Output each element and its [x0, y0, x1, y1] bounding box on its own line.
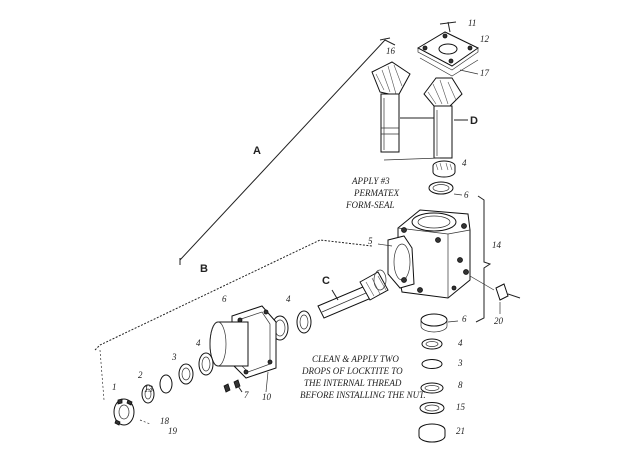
part-number-4-top: 4 [462, 158, 467, 168]
lower-cap [418, 423, 446, 443]
part-number-3-right: 3 [457, 358, 463, 368]
part-number-5: 5 [368, 236, 373, 246]
part-number-8-right: 8 [458, 380, 463, 390]
lower-snap-ring [421, 359, 443, 369]
part-number-4-left2: 4 [196, 338, 201, 348]
lower-washer [419, 402, 445, 414]
part-number-10: 10 [262, 392, 272, 402]
note-permatex-line2: PERMATEX [353, 188, 400, 198]
part-number-19: 19 [168, 426, 178, 436]
part-number-6-top: 6 [464, 190, 469, 200]
washer-left [141, 384, 155, 404]
part-number-6-right: 6 [462, 314, 467, 324]
part-number-18: 18 [160, 416, 170, 426]
bevel-gear-shaft-left [371, 61, 411, 153]
label-c: C [322, 275, 330, 287]
part-number-17: 17 [480, 68, 490, 78]
part-number-4-left: 4 [286, 294, 291, 304]
part-number-3-left: 3 [171, 352, 177, 362]
lower-bearing [421, 338, 443, 350]
part-number-15-right: 15 [456, 402, 466, 412]
part-number-21-right: 21 [456, 426, 465, 436]
part-number-6-left2: 6 [222, 294, 227, 304]
bearing-ring-left [178, 363, 194, 385]
bevel-gear-shaft-right [423, 77, 463, 159]
part-number-4-right: 4 [458, 338, 463, 348]
lower-shim [420, 382, 444, 394]
note-permatex: APPLY #3 PERMATEX FORM-SEAL [345, 176, 400, 210]
breather-plug [495, 283, 521, 301]
gearbox-housing [387, 209, 471, 299]
part-number-13: 13 [144, 384, 154, 394]
label-d: D [470, 115, 478, 127]
shaft-seal-left [296, 310, 312, 334]
bolts [223, 379, 243, 393]
horizontal-shaft-c [317, 269, 389, 319]
part-number-11: 11 [468, 18, 476, 28]
part-number-12: 12 [480, 34, 490, 44]
part-number-1-left: 1 [112, 382, 117, 392]
note-permatex-line1: APPLY #3 [351, 176, 390, 186]
seal-ring-left [198, 352, 214, 376]
snap-ring-left [159, 374, 173, 394]
note-locktite-line1: CLEAN & APPLY TWO [312, 354, 399, 364]
top-bearing [432, 160, 456, 178]
bracket-b: B [94, 239, 373, 351]
label-a: A [253, 145, 261, 157]
note-permatex-line3: FORM-SEAL [345, 200, 395, 210]
top-seal [428, 181, 454, 195]
label-b: B [200, 263, 208, 275]
part-number-14: 14 [492, 240, 502, 250]
flange-housing [209, 305, 277, 379]
note-locktite-line2: DROPS OF LOCKTITE TO [301, 366, 403, 376]
part-number-16: 16 [386, 46, 396, 56]
note-locktite: CLEAN & APPLY TWO DROPS OF LOCKTITE TO T… [300, 354, 426, 400]
lower-seal [420, 313, 448, 333]
part-number-2-left: 2 [138, 370, 143, 380]
bracket-a: A [179, 37, 396, 261]
top-cover-plate [416, 21, 479, 77]
part-number-20: 20 [494, 316, 504, 326]
castle-nut [113, 398, 135, 426]
note-locktite-line3: THE INTERNAL THREAD [304, 378, 402, 388]
part-number-7: 7 [244, 390, 249, 400]
note-locktite-line4: BEFORE INSTALLING THE NUT. [300, 390, 426, 400]
